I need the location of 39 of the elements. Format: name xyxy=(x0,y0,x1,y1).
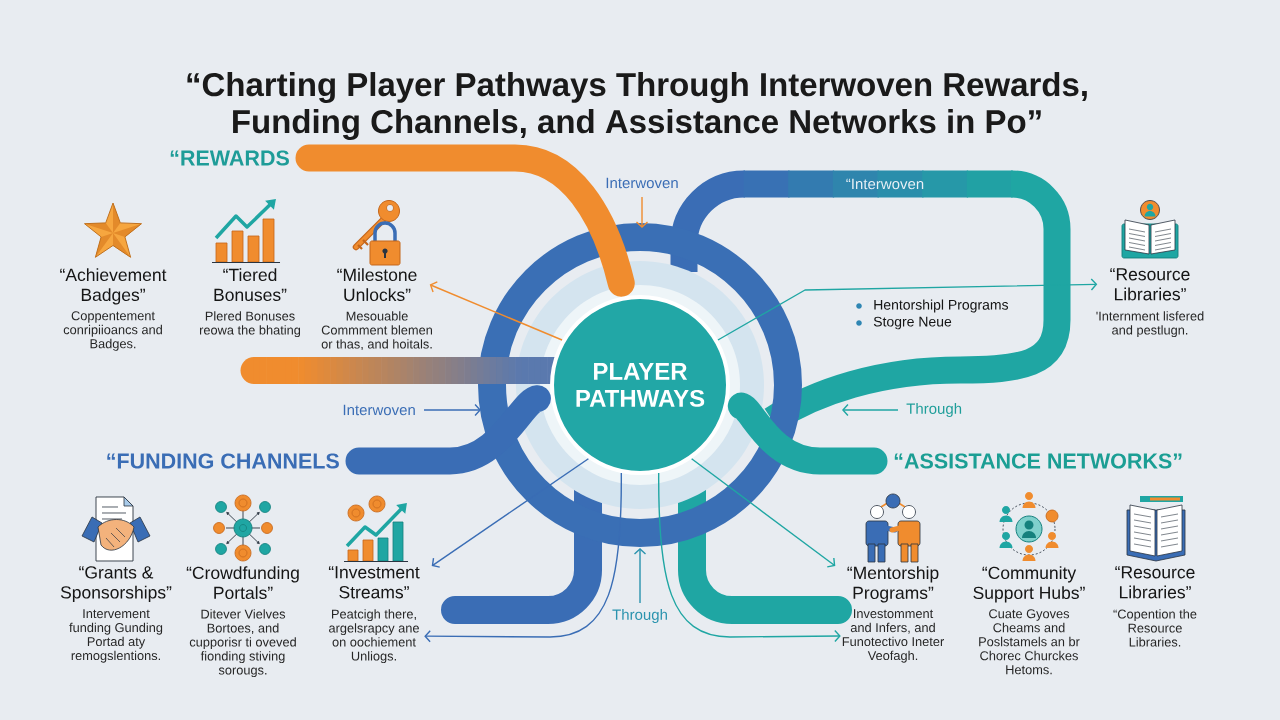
item-description: “Copention the Resource Libraries. xyxy=(1113,609,1197,647)
item-description: Plered Bonuses reowa the bhating xyxy=(200,311,301,338)
flow-label: Through xyxy=(906,403,962,417)
item-title: “Resource Libraries” xyxy=(1110,268,1190,301)
flow-label: Interwoven xyxy=(343,404,415,416)
arrow xyxy=(690,458,836,568)
arrow xyxy=(717,278,1098,341)
arrow xyxy=(424,472,622,643)
item-title: “Resource Libraries” xyxy=(1115,566,1195,599)
item-description: Intervement funding Gunding Portad aty remogslentions. xyxy=(69,609,163,663)
arrow xyxy=(429,281,563,341)
item-description: Coppentement conripiioancs and Badges. xyxy=(63,311,162,351)
item-title: “Mentorship Programs” xyxy=(847,566,939,603)
item-title: “Grants & Sponsorships” xyxy=(60,566,172,603)
ribbon xyxy=(345,385,551,475)
item-title: “Milestone Unlocks” xyxy=(337,268,417,302)
section-heading: “FUNDING CHANNELS xyxy=(107,453,339,469)
item-description: 'Internment lisfered and pestlugn. xyxy=(1096,311,1204,338)
section-heading: “ASSISTANCE NETWORKS” xyxy=(894,453,1182,469)
item-title: “Achievement Badges” xyxy=(60,268,167,305)
arrow xyxy=(431,458,590,568)
flow-label: Through xyxy=(612,609,667,623)
item-description: Investomment and Infers, and Funotectivo Ineter Veofagh. xyxy=(842,609,944,663)
item-description: Mesouable Commment blemen or thas, and hoitals. xyxy=(321,311,432,351)
title: “Charting Player Pathways Through Interwoven Rewards, Funding Channels, and Assistance Networks in Po” xyxy=(187,72,1087,140)
arrow xyxy=(658,472,841,643)
item-title: “Community Support Hubs” xyxy=(973,566,1085,603)
item-description: Peatcigh there, argelsrapcy ane on oochiement Unliogs. xyxy=(329,609,419,664)
band-label: “Interwoven xyxy=(846,178,924,190)
ribbon xyxy=(295,144,635,297)
bullet-item: Stogre Neue xyxy=(873,316,952,330)
item-description: Cuate Gyoves Cheams and Poslstamels an br Chorec Churckes Hetoms. xyxy=(979,609,1080,675)
item-title: “Tiered Bonuses” xyxy=(214,268,287,302)
section-heading: “REWARDS xyxy=(170,150,289,166)
item-title: “Investment Streams” xyxy=(328,566,420,599)
item-title: “Crowdfunding Portals” xyxy=(186,566,299,600)
item-description: Ditever Vielves Bortoes, and cupporisr ti oveved fionding stiving sorougs. xyxy=(189,609,296,678)
bullet-item: Hentorshipl Programs xyxy=(874,299,1009,313)
flow-label: Interwoven xyxy=(606,177,678,189)
